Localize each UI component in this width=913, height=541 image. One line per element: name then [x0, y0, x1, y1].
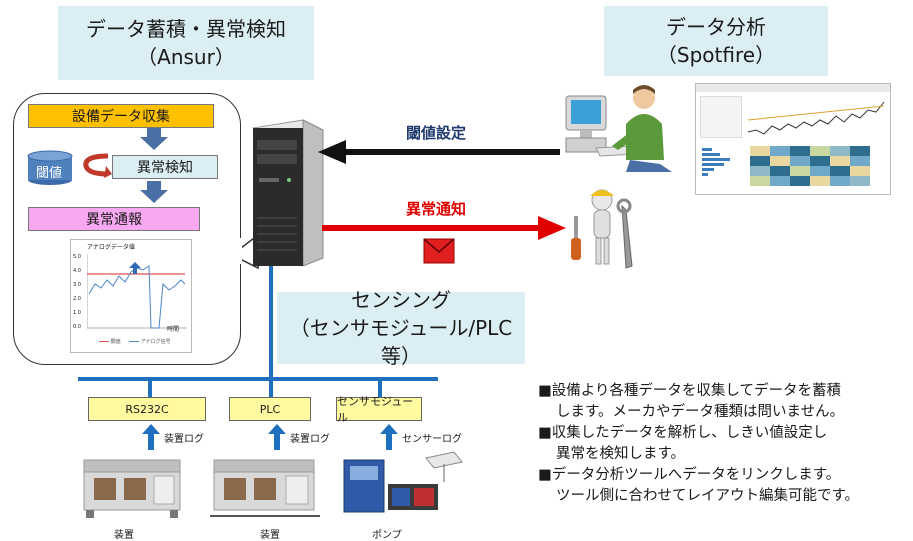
equipment-machine-icon — [210, 459, 320, 517]
rs232c-box: RS232C — [88, 397, 206, 421]
plc-label: PLC — [259, 402, 281, 416]
pump-label: ポンプ — [372, 530, 402, 541]
equipment-label-1: 装置 — [114, 530, 134, 541]
description-item: ■データ分析ツールへデータをリンクします。 — [538, 465, 910, 486]
sensing-title-box: センシング （センサモジュール/PLC等） — [277, 288, 525, 368]
mini-chart-ytick: 2.0 — [73, 296, 81, 302]
anomaly-notice-arrow — [322, 216, 566, 240]
threshold-setting-label: 閾値設定 — [406, 124, 467, 142]
heatmap-thumbnail — [750, 146, 870, 186]
store-title-box: データ蓄積・異常検知 （Ansur） — [58, 6, 314, 80]
store-subtitle: （Ansur） — [137, 45, 235, 69]
equipment-machine-icon — [83, 459, 181, 518]
network-bus — [78, 377, 438, 381]
device-log-label-1: 装置ログ — [164, 434, 204, 445]
description-line: 異常を検知します。 — [556, 446, 686, 462]
sensing-subtitle: （センサモジュール/PLC等） — [289, 316, 513, 368]
mini-chart: アナログデータ値 5.0 4.0 3.0 2.0 1.0 0.0 時間 閾値 ア… — [70, 239, 192, 353]
threshold-setting-arrow — [318, 140, 560, 164]
mini-chart-legend-threshold: 閾値 — [99, 338, 121, 345]
rs232c-label: RS232C — [125, 402, 169, 416]
bullet-icon: ■ — [538, 467, 552, 483]
mini-chart-plot — [87, 254, 187, 329]
bullet-icon: ■ — [538, 425, 552, 441]
up-arrow-icon — [268, 424, 286, 450]
database-icon — [27, 150, 73, 185]
down-arrow-icon — [140, 128, 168, 150]
server-icon — [251, 119, 325, 267]
analysis-title-box: データ分析 （Spotfire） — [604, 6, 828, 76]
line-chart-thumbnail — [747, 101, 885, 135]
analysis-subtitle: （Spotfire） — [656, 43, 776, 67]
plc-box: PLC — [229, 397, 311, 421]
analysis-title: データ分析 — [666, 15, 766, 39]
network-trunk — [269, 266, 273, 382]
collect-label: 設備データ収集 — [72, 109, 170, 125]
collect-box: 設備データ収集 — [28, 104, 214, 128]
dashboard-thumbnail — [695, 83, 891, 195]
report-label: 異常通報 — [86, 212, 142, 228]
maintenance-worker-icon — [571, 189, 633, 269]
curved-arrow-icon — [83, 153, 112, 178]
up-arrow-icon — [380, 424, 398, 450]
store-title: データ蓄積・異常検知 — [86, 17, 286, 41]
sensor-log-label: センサーログ — [402, 434, 462, 445]
mini-chart-ytick: 5.0 — [73, 254, 81, 260]
sensing-title: センシング — [351, 288, 451, 312]
report-box: 異常通報 — [28, 207, 200, 231]
threshold-label: 閾値 — [36, 166, 63, 181]
analyst-pc-icon — [565, 85, 672, 172]
mini-chart-ytick: 0.0 — [73, 324, 81, 330]
up-arrow-icon — [142, 424, 160, 450]
mail-icon — [423, 238, 455, 264]
bullet-icon: ■ — [538, 383, 552, 399]
bus-drop-2 — [269, 380, 273, 398]
description-list: ■設備より各種データを収集してデータを蓄積 します。メーカやデータ種類は問いませ… — [538, 381, 910, 507]
bus-drop-3 — [378, 380, 382, 398]
sensor-module-box: センサモジュール — [336, 395, 422, 424]
mini-chart-title: アナログデータ値 — [87, 244, 135, 251]
pump-icon — [343, 451, 463, 513]
histogram-thumbnail — [702, 148, 730, 176]
description-line: 収集したデータを解析し、しきい値設定し — [551, 425, 828, 441]
mini-chart-legend-signal: アナログ信号 — [129, 338, 171, 345]
anomaly-notice-label: 異常通知 — [406, 200, 467, 218]
mini-chart-xlabel: 時間 — [167, 326, 180, 333]
mini-chart-ytick: 3.0 — [73, 282, 81, 288]
mini-chart-ytick: 1.0 — [73, 310, 81, 316]
description-item: ■収集したデータを解析し、しきい値設定し — [538, 423, 910, 444]
detect-label: 異常検知 — [137, 160, 193, 176]
description-line: します。メーカやデータ種類は問いません。 — [556, 404, 845, 420]
sensor-module-label: センサモジュール — [337, 395, 414, 424]
description-line: 設備より各種データを収集してデータを蓄積 — [551, 383, 841, 399]
device-log-label-2: 装置ログ — [290, 434, 330, 445]
bus-drop-1 — [148, 380, 152, 398]
equipment-label-2: 装置 — [260, 530, 280, 541]
detect-box: 異常検知 — [112, 155, 218, 179]
description-item: ■設備より各種データを収集してデータを蓄積 — [538, 381, 910, 402]
description-line: ツール側に合わせてレイアウト編集可能です。 — [556, 488, 860, 504]
down-arrow-icon — [140, 181, 168, 203]
mini-chart-ytick: 4.0 — [73, 268, 81, 274]
description-line: データ分析ツールへデータをリンクします。 — [551, 467, 841, 483]
